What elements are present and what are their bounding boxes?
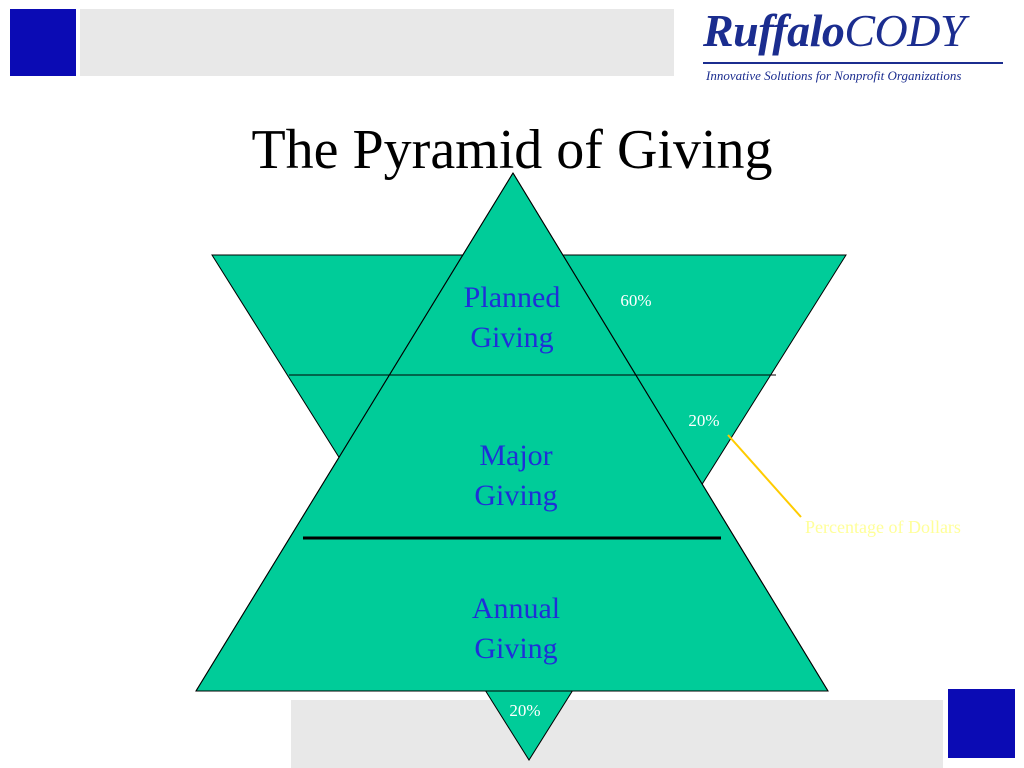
logo-underline [703,62,1003,64]
header-bar [80,9,674,76]
callout-line [727,434,802,518]
footer-bar [291,700,943,768]
percentage-middle: 20% [688,411,720,430]
pyramid-left-edge-upper [195,172,514,692]
level-label-major-giving: Major Giving [416,436,616,516]
level-label-annual-giving: Annual Giving [416,589,616,669]
pyramid-right-edge-upper [512,172,829,692]
level-label-line1: Planned [463,281,561,314]
accent-square-bottom-right [948,689,1015,758]
level-label-planned-giving: Planned Giving [412,278,612,358]
logo-tagline: Innovative Solutions for Nonprofit Organ… [706,68,962,83]
ruffalocody-logo: RuffaloCODY [703,5,966,56]
callout-percentage-of-dollars: Percentage of Dollars [805,517,961,537]
accent-square-top-left [10,9,76,76]
level-label-line1: Annual [471,592,561,625]
level-label-line2: Giving [470,321,554,354]
level-label-line2: Giving [474,479,558,512]
level-label-line2: Giving [474,632,558,665]
percentage-top: 60% [620,291,652,310]
page-title: The Pyramid of Giving [251,119,773,181]
level-label-line1: Major [479,439,553,472]
percentage-bottom: 20% [509,701,541,720]
logo-name-part2: CODY [844,5,966,56]
logo-name-part1: Ruffalo [703,5,845,56]
